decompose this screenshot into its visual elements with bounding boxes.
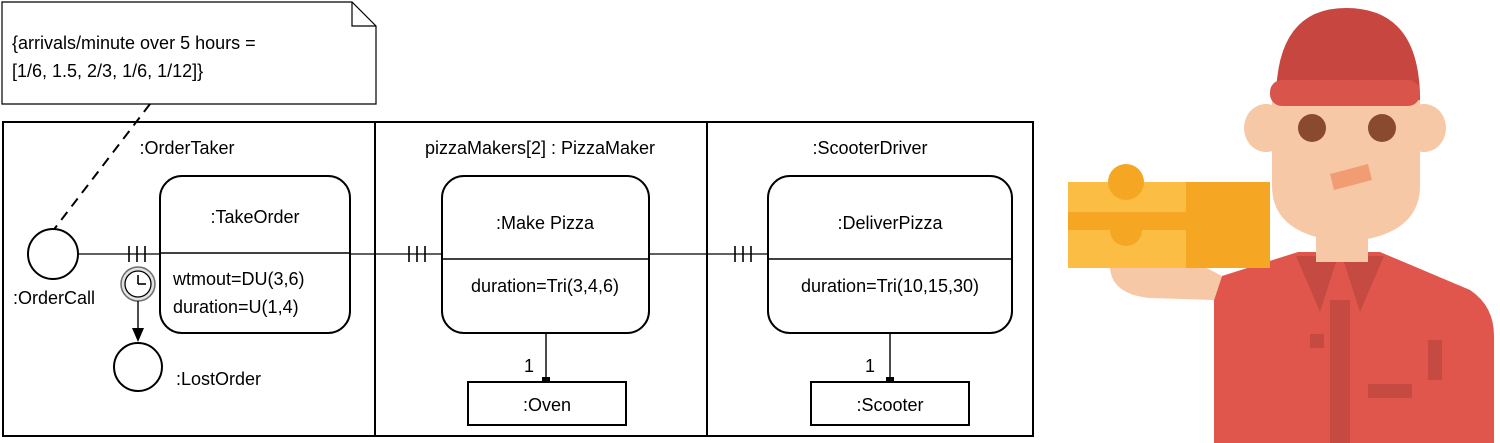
lost-order-event (113, 342, 163, 392)
swimlanes: :OrderTaker pizzaMakers[2] : PizzaMaker … (2, 121, 1034, 437)
make-pizza-duration: duration=Tri(3,4,6) (471, 276, 619, 296)
timeout-arrowhead (132, 328, 144, 342)
clock-icon (120, 266, 156, 302)
scooter-label: :Scooter (856, 395, 923, 415)
lane-title-ordertaker: :OrderTaker (139, 138, 234, 158)
take-order-name: :TakeOrder (210, 207, 299, 227)
order-call-event (27, 228, 79, 280)
take-order-timeout: wtmout=DU(3,6) (172, 269, 305, 289)
lost-order-label: :LostOrder (176, 369, 261, 389)
note-line-1: {arrivals/minute over 5 hours = (12, 33, 256, 53)
oven-box (467, 381, 627, 426)
oven-multiplicity: 1 (524, 356, 534, 376)
order-call-label: :OrderCall (13, 288, 95, 308)
note-line-2: [1/6, 1.5, 2/3, 1/6, 1/12]} (12, 61, 203, 81)
scooter-multiplicity: 1 (865, 356, 875, 376)
make-pizza-activity: :Make Pizza duration=Tri(3,4,6) (441, 175, 650, 334)
deliver-pizza-duration: duration=Tri(10,15,30) (801, 276, 979, 296)
scooter-box (810, 381, 970, 426)
take-order-activity: :TakeOrder wtmout=DU(3,6) duration=U(1,4… (159, 175, 351, 334)
lane-title-pizzamaker: pizzaMakers[2] : PizzaMaker (425, 138, 655, 158)
queue-marks (128, 246, 752, 262)
deliver-pizza-name: :DeliverPizza (837, 213, 943, 233)
lane-title-scooterdriver: :ScooterDriver (812, 138, 927, 158)
pizza-delivery-person-illustration (1068, 8, 1494, 443)
oven-label: :Oven (523, 395, 571, 415)
make-pizza-name: :Make Pizza (496, 213, 595, 233)
note-anchor-line (51, 103, 151, 233)
deliver-pizza-activity: :DeliverPizza duration=Tri(10,15,30) (767, 175, 1013, 334)
take-order-duration: duration=U(1,4) (173, 297, 299, 317)
note: {arrivals/minute over 5 hours = [1/6, 1.… (1, 1, 377, 105)
